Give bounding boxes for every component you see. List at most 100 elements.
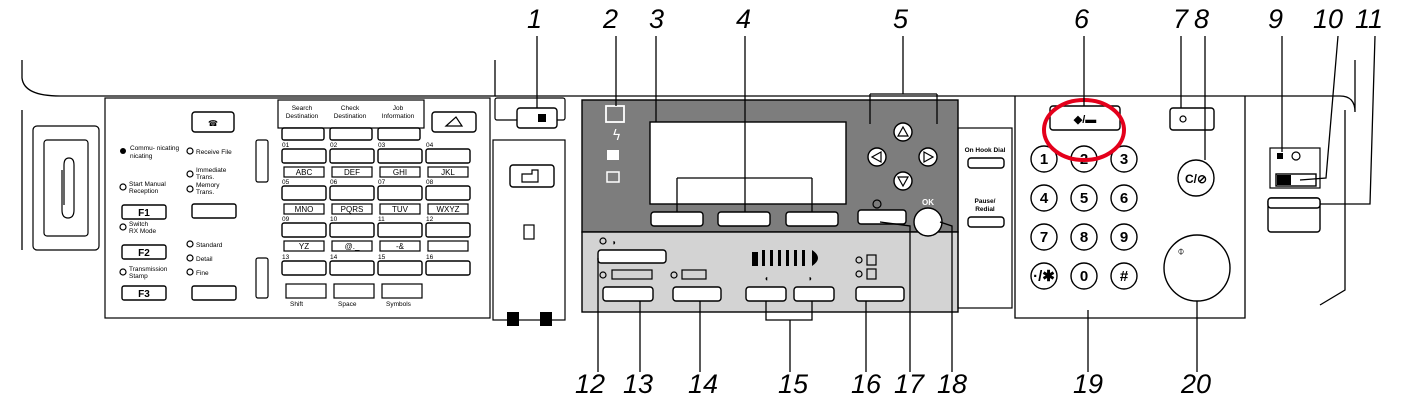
darker-key[interactable] [793,286,835,302]
quick-dial-key[interactable] [329,260,375,276]
switch-rx-label: Switch [129,221,149,228]
quick-dial-key[interactable] [425,260,471,276]
quick-dial-key[interactable] [425,222,471,238]
arrow-right-icon [923,150,935,164]
on-hook-key[interactable] [967,157,1005,169]
keypad-key-12[interactable] [1110,262,1138,290]
f1-button[interactable] [121,204,167,220]
job-information-label: Job [393,105,404,112]
space-key[interactable] [333,283,375,299]
keypad-key-1[interactable] [1030,145,1058,173]
darker-icon: ◗ [808,274,813,283]
selection-key-1[interactable] [650,211,704,227]
scroll-down-key[interactable] [893,171,913,191]
duplex-key[interactable] [672,286,722,302]
space-key-label: Space [338,301,357,308]
quick-dial-letter-label: DEF [344,168,360,177]
quick-dial-letter-box [427,203,469,215]
fax-mode-button[interactable] [191,111,235,133]
quick-dial-letter-box [331,240,373,252]
quick-dial-number: 13 [282,254,290,261]
callout-lines [536,35,1376,372]
keypad-label: 3 [1120,151,1128,168]
callout-numbers: 1 2 3 4 5 6 7 8 9 10 11 12 13 14 15 16 1… [527,4,1383,399]
quick-dial-number: 16 [426,254,434,261]
quick-dial-letter-box [283,166,325,178]
quick-dial-key[interactable] [377,222,423,238]
copy-mode-button[interactable] [516,107,558,129]
document-server-button[interactable] [509,164,555,188]
photo-mode-icon [866,268,877,280]
quick-dial-page-tab[interactable] [255,139,269,183]
keypad-key-9[interactable] [1110,223,1138,251]
f2-label: F2 [138,248,150,259]
f3-button[interactable] [121,285,167,301]
f2-button[interactable] [121,244,167,260]
symbols-key[interactable] [381,283,423,299]
callout-4: 4 [736,4,751,34]
document-server-icon [521,169,539,183]
original-indicator-icon [523,224,535,240]
detail-label: Detail [196,256,213,263]
lighter-key[interactable] [745,286,787,302]
quick-dial-number: 06 [330,179,338,186]
quick-dial-letter-box [331,166,373,178]
quick-dial-number: 02 [330,142,338,149]
selection-key-2[interactable] [717,211,771,227]
quick-dial-letter-box [379,203,421,215]
quick-dial-key[interactable] [329,185,375,201]
keypad-key-3[interactable] [1110,145,1138,173]
scroll-keys [867,122,938,191]
user-tools-key[interactable] [1169,107,1215,131]
scroll-up-key[interactable] [893,122,913,142]
quick-dial-key[interactable] [329,222,375,238]
quick-dial-key[interactable] [329,148,375,164]
lighter-icon: ◖ [764,274,769,283]
quick-dial-key[interactable] [377,148,423,164]
scanner-icon [444,116,464,127]
original-type-key[interactable] [602,286,654,302]
on-hook-panel [957,127,1013,309]
selection-key-3[interactable] [785,211,839,227]
keypad-key-7[interactable] [1030,223,1058,251]
callout-17: 17 [894,369,925,399]
job-information-button[interactable] [377,127,421,141]
original-mode-key[interactable] [855,286,905,302]
scroll-right-key[interactable] [918,147,938,167]
resolution-button[interactable] [191,285,237,301]
auto-density-key[interactable] [597,249,667,264]
quick-dial-key[interactable] [425,185,471,201]
pause-redial-key[interactable] [967,216,1005,228]
quick-dial-letter-box [427,240,469,252]
scroll-left-key[interactable] [867,147,887,167]
shift-key[interactable] [285,283,327,299]
search-destination-button[interactable] [281,127,325,141]
check-destination-label-2: Destination [334,113,367,120]
scan-mode-button[interactable] [431,111,477,133]
keypad-key-4[interactable] [1030,184,1058,212]
keypad-key-10[interactable] [1030,262,1058,290]
quick-dial-key[interactable] [281,222,327,238]
start-key[interactable] [1163,234,1231,302]
arrow-up-icon [896,125,910,137]
quick-dial-key[interactable] [377,185,423,201]
memory-trans-button[interactable] [191,203,237,219]
clear-stop-key[interactable] [1177,159,1215,197]
keypad-key-8[interactable] [1070,223,1098,251]
keypad-key-6[interactable] [1110,184,1138,212]
quick-dial-key[interactable] [425,148,471,164]
quick-dial-key[interactable] [281,260,327,276]
check-destination-button[interactable] [329,127,373,141]
quick-dial-key[interactable] [377,260,423,276]
quick-dial-page-tab-2[interactable] [255,257,269,299]
ok-key[interactable] [913,207,943,237]
quick-dial-key[interactable] [281,185,327,201]
start-manual-led [119,183,127,191]
quick-dial-letter-box [427,166,469,178]
escape-key[interactable] [857,209,907,225]
keypad-key-5[interactable] [1070,184,1098,212]
keypad-key-11[interactable] [1070,262,1098,290]
fax-mode-icon: ☎ [208,119,218,128]
quick-dial-key[interactable] [281,148,327,164]
callout-3: 3 [649,4,664,34]
